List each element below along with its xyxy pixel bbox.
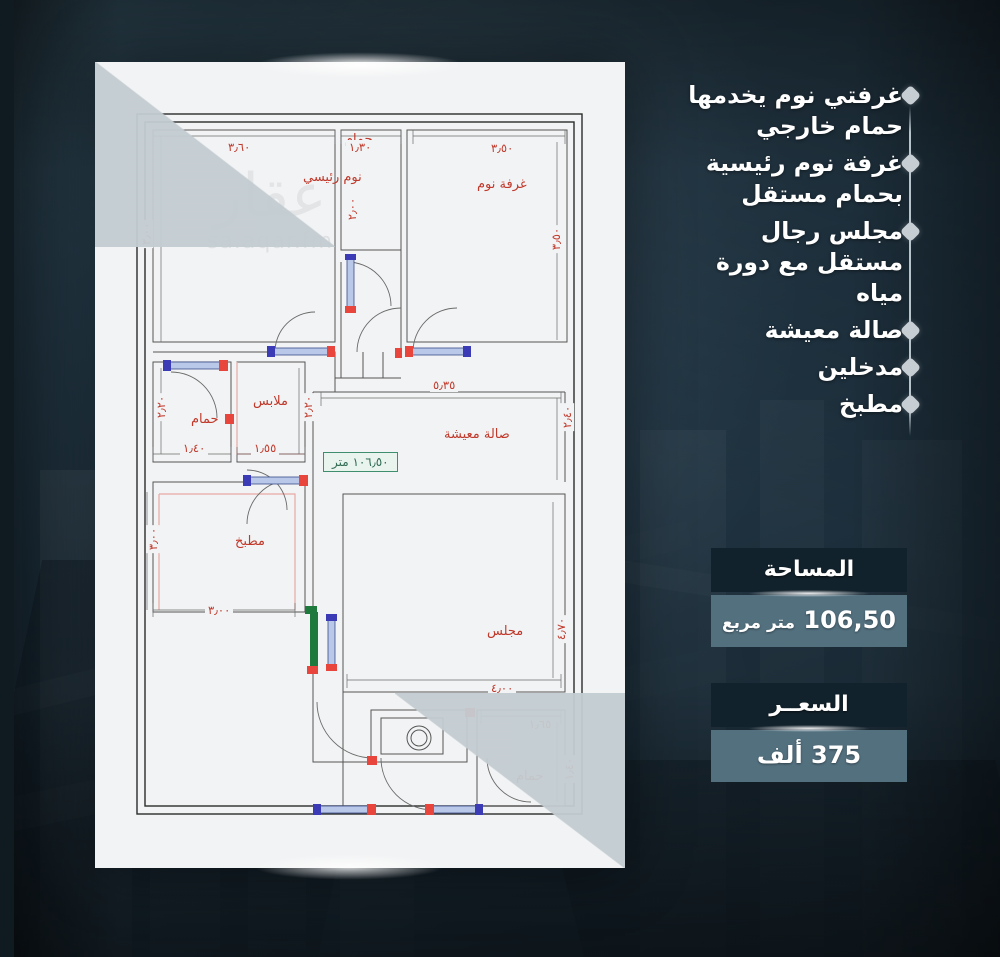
dimension-label: ٣٫٥٠ bbox=[488, 141, 517, 155]
area-label: المساحة bbox=[711, 548, 907, 592]
dimension-label: ١٫٤٠ bbox=[180, 441, 209, 455]
feature-text: مطبخ bbox=[839, 390, 903, 418]
feature-text: صالة معيشة bbox=[764, 316, 903, 344]
price-box: السعــر 375 ألف bbox=[711, 683, 907, 782]
dimension-label: ٢٫٢٠ bbox=[301, 392, 316, 422]
feature-bullet-wrap bbox=[899, 216, 935, 247]
dimension-label: ٣٫٠٠ bbox=[139, 219, 154, 249]
feature-bullet-wrap bbox=[899, 389, 935, 420]
feature-item: مجلس رجال مستقل مع دورة مياه bbox=[645, 216, 935, 309]
features-list: غرفتي نوم يخدمها حمام خارجي غرفة نوم رئيس… bbox=[645, 80, 935, 436]
area-value: 106,50 متر مربع bbox=[711, 595, 907, 647]
dimension-label: ٣٫٠٠ bbox=[146, 524, 161, 554]
feature-bullet-wrap bbox=[899, 80, 935, 111]
feature-bullet-icon bbox=[899, 84, 922, 107]
room-label: ملابس bbox=[253, 394, 288, 409]
dimension-label: ٥٫٣٥ bbox=[430, 378, 459, 392]
area-number: 106,50 bbox=[803, 606, 897, 634]
feature-item: صالة معيشة bbox=[645, 315, 935, 346]
feature-text: غرفتي نوم يخدمها حمام خارجي bbox=[688, 81, 903, 140]
dimension-label: ١٫٤٠ bbox=[562, 754, 577, 784]
feature-bullet-wrap bbox=[899, 352, 935, 383]
feature-item: مطبخ bbox=[645, 389, 935, 420]
feature-bullet-wrap bbox=[899, 315, 935, 346]
feature-text: مدخلين bbox=[817, 353, 903, 381]
feature-text: مجلس رجال مستقل مع دورة مياه bbox=[716, 217, 903, 307]
left-edge-band bbox=[0, 0, 14, 957]
feature-bullet-icon bbox=[899, 356, 922, 379]
dimension-label: ٣٫٦٠ bbox=[225, 140, 254, 154]
dimension-label: ١٫٦٥ bbox=[526, 717, 555, 731]
feature-item: غرفة نوم رئيسية بحمام مستقل bbox=[645, 148, 935, 210]
dimension-label: ٢٫٤٠ bbox=[560, 402, 575, 432]
area-unit: متر مربع bbox=[721, 613, 796, 633]
feature-bullet-icon bbox=[899, 393, 922, 416]
room-label: حمام bbox=[516, 769, 544, 784]
floorplan-card[interactable]: عقار sa.aqar.fm نوم رئيسيحمامغرفة نومحما… bbox=[95, 52, 625, 880]
plan-area-badge: ١٠٦٫٥٠ متر bbox=[323, 452, 398, 472]
price-label: السعــر bbox=[711, 683, 907, 727]
room-label: غرفة نوم bbox=[477, 177, 527, 192]
dimension-label: ١٫٥٥ bbox=[251, 441, 280, 455]
price-divider-glow bbox=[711, 727, 907, 730]
feature-bullet-wrap bbox=[899, 148, 935, 179]
feature-bullet-icon bbox=[899, 319, 922, 342]
area-divider-glow bbox=[711, 592, 907, 595]
feature-item: غرفتي نوم يخدمها حمام خارجي bbox=[645, 80, 935, 142]
room-label: نوم رئيسي bbox=[303, 170, 362, 185]
dimension-label: ٢٫٢٠ bbox=[154, 392, 169, 422]
features-timeline bbox=[909, 106, 911, 436]
room-label: مطبخ bbox=[235, 534, 265, 549]
feature-text: غرفة نوم رئيسية بحمام مستقل bbox=[705, 149, 903, 208]
feature-bullet-icon bbox=[899, 152, 922, 175]
room-label: مجلس bbox=[487, 624, 524, 639]
dimension-label: ١٫٣٠ bbox=[346, 140, 375, 154]
feature-bullet-icon bbox=[899, 220, 922, 243]
dimension-label: ٣٫٠٠ bbox=[205, 603, 234, 617]
area-box: المساحة 106,50 متر مربع bbox=[711, 548, 907, 647]
room-label: صالة معيشة bbox=[444, 427, 510, 442]
feature-item: مدخلين bbox=[645, 352, 935, 383]
dimension-label: ٢٫٠٠ bbox=[345, 194, 360, 224]
price-value: 375 ألف bbox=[711, 730, 907, 782]
room-label: حمام bbox=[191, 412, 219, 427]
dimension-label: ٣٫٥٠ bbox=[549, 224, 564, 254]
dimension-label: ٤٫٧٠ bbox=[554, 614, 569, 644]
dimension-label: ٤٫٠٠ bbox=[488, 681, 517, 695]
